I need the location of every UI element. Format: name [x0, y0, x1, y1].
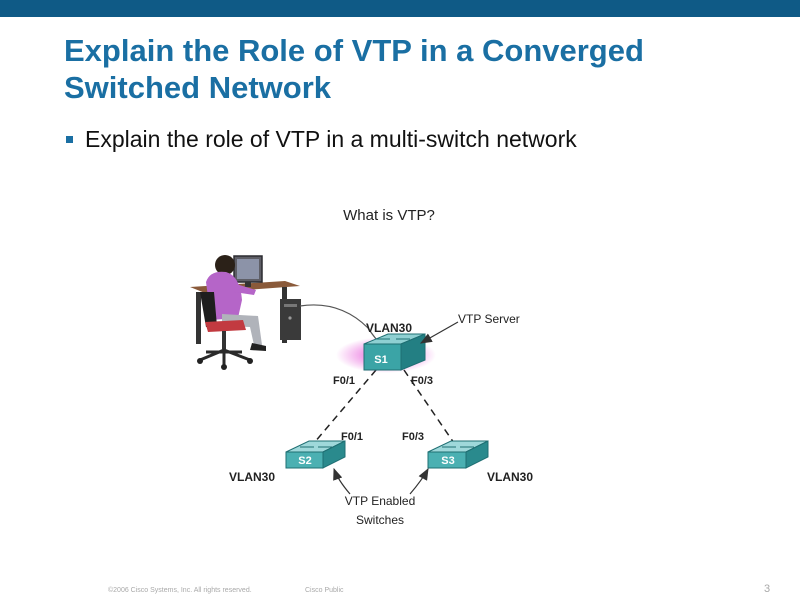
- s3-vlan-label: VLAN30: [487, 470, 533, 484]
- page-number: 3: [764, 583, 771, 595]
- bullet-item: Explain the role of VTP in a multi-switc…: [66, 126, 577, 153]
- switch-s3: S3: [427, 440, 489, 469]
- link-s1-s2: [313, 369, 377, 444]
- switch-s2: S2: [285, 440, 346, 469]
- title-line-2: Switched Network: [64, 70, 331, 105]
- footer-classification: Cisco Public: [305, 587, 344, 594]
- s2-vlan-label: VLAN30: [229, 470, 275, 484]
- vtp-enabled-arrow-right: [409, 467, 429, 495]
- vtp-server-arrow: [419, 321, 459, 344]
- title-line-1: Explain the Role of VTP in a Converged: [64, 33, 644, 68]
- vtp-enabled-label-line2: Switches: [356, 513, 404, 527]
- workstation-illustration: [190, 255, 301, 370]
- s2-name: S2: [298, 455, 311, 467]
- vtp-server-label: VTP Server: [458, 312, 520, 326]
- switch-s1: S1: [336, 333, 436, 373]
- s1-port-left-label: F0/1: [333, 375, 355, 387]
- s1-vlan-label: VLAN30: [366, 321, 412, 335]
- link-s1-s3: [403, 369, 455, 444]
- s1-name: S1: [374, 354, 387, 366]
- vtp-enabled-arrow-left: [333, 467, 351, 495]
- footer-copyright: ©2006 Cisco Systems, Inc. All rights res…: [108, 587, 252, 594]
- slide-title: Explain the Role of VTP in a Converged S…: [64, 32, 764, 106]
- diagram-heading: What is VTP?: [343, 207, 435, 224]
- top-bar: [0, 0, 800, 17]
- bullet-text: Explain the role of VTP in a multi-switc…: [85, 126, 577, 152]
- s3-name: S3: [441, 455, 454, 467]
- s2-port-label: F0/1: [341, 431, 363, 443]
- vtp-enabled-label-line1: VTP Enabled: [345, 494, 416, 508]
- bullet-square-icon: [66, 136, 73, 143]
- s3-port-label: F0/3: [402, 431, 424, 443]
- s1-port-right-label: F0/3: [411, 375, 433, 387]
- chair-icon: [197, 292, 253, 370]
